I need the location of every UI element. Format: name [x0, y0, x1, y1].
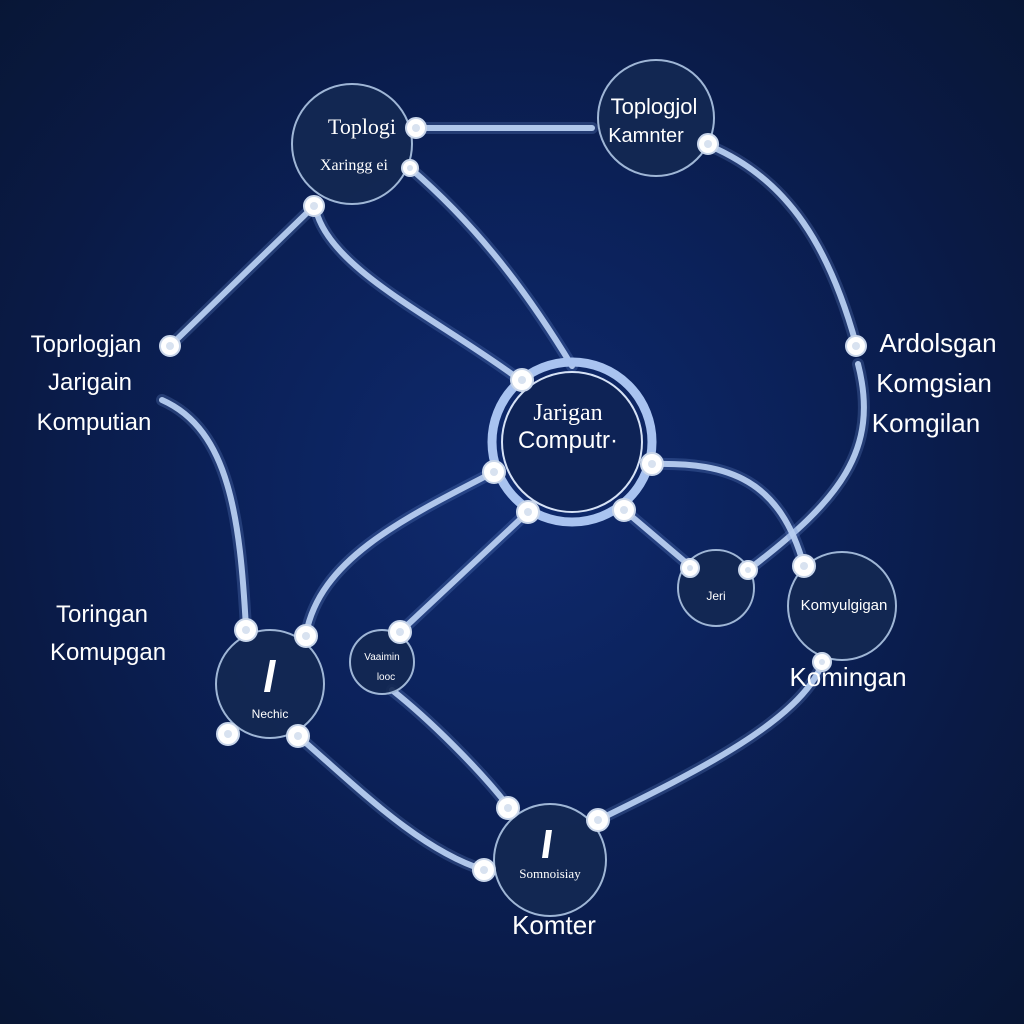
link-topleft-hub-b [407, 165, 575, 369]
port[interactable] [303, 195, 325, 217]
node-small-lower-label-1: Vaaimin [364, 652, 399, 663]
port[interactable] [405, 117, 427, 139]
node-top-left-label-1: Toplogi [328, 114, 396, 139]
port[interactable] [482, 460, 506, 484]
link-hub-rightcircle [649, 460, 807, 569]
node-top-right[interactable]: Toplogjol Kamnter [597, 59, 715, 177]
port[interactable] [516, 500, 540, 524]
port[interactable] [401, 159, 419, 177]
hub-node[interactable]: Jarigan Computr· [487, 357, 657, 527]
link-hub-jeri [621, 507, 693, 569]
port[interactable] [738, 560, 758, 580]
port[interactable] [640, 452, 664, 476]
link-left-lowerleft [159, 397, 249, 631]
port[interactable] [286, 724, 310, 748]
node-jeri-label: Jeri [706, 589, 725, 603]
links [156, 122, 870, 876]
link-lowerleft-bottom [295, 733, 487, 873]
node-lower-left-label: Toringan Komupgan [50, 601, 166, 666]
link-hub-lowerleft [303, 469, 497, 637]
lower-left-label-2: Komupgan [50, 639, 166, 666]
node-bottom[interactable]: Somnoisiay Komter [493, 803, 607, 940]
node-top-right-label-2: Kamnter [608, 125, 684, 147]
ports [159, 117, 867, 882]
node-right-circle-label: Komyulgigan [801, 597, 888, 614]
link-smalllower-bottom [389, 687, 511, 809]
port[interactable] [216, 722, 240, 746]
node-lower-left[interactable]: Nechic [215, 629, 325, 739]
node-small-lower-label-2: looc [377, 672, 395, 683]
port[interactable] [294, 624, 318, 648]
node-top-left-label-2: Xaringg ei [320, 157, 389, 174]
cursor-glyph-icon-2 [542, 830, 552, 858]
node-small-lower[interactable]: Vaaimin looc [349, 629, 415, 695]
port[interactable] [388, 620, 412, 644]
port[interactable] [234, 618, 258, 642]
port[interactable] [697, 133, 719, 155]
node-right-below-label: Komingan [789, 662, 906, 692]
node-right[interactable]: Ardolsgan Komgsian Komgilan [872, 328, 997, 438]
port[interactable] [510, 368, 534, 392]
link-right-jeri [745, 361, 867, 573]
link-rightcircle-bottom [595, 661, 825, 823]
lower-left-label-1: Toringan [56, 601, 148, 628]
port[interactable] [845, 335, 867, 357]
port[interactable] [680, 558, 700, 578]
port[interactable] [812, 652, 832, 672]
port[interactable] [792, 554, 816, 578]
cursor-glyph-icon [264, 660, 276, 692]
node-bottom-label: Somnoisiay [519, 866, 581, 881]
left-label-1: Toprlogjan [31, 331, 142, 358]
node-left[interactable]: Toprlogjan Jarigain Komputian [31, 331, 152, 436]
right-label-2: Komgsian [876, 368, 992, 398]
link-hub-smalllower [397, 509, 531, 635]
right-label-3: Komgilan [872, 408, 980, 438]
node-lower-left-label: Nechic [252, 707, 289, 721]
port[interactable] [496, 796, 520, 820]
right-label-1: Ardolsgan [879, 328, 996, 358]
port[interactable] [586, 808, 610, 832]
node-top-left[interactable]: Toplogi Xaringg ei [291, 83, 413, 205]
hub-label-2: Computr· [518, 427, 618, 454]
node-bottom-below-label: Komter [512, 910, 596, 940]
node-right-circle[interactable]: Komyulgigan Komingan [787, 551, 907, 692]
link-topright-right [707, 143, 859, 347]
port[interactable] [612, 498, 636, 522]
node-top-right-label-1: Toplogjol [611, 94, 698, 119]
left-label-2: Jarigain [48, 369, 132, 396]
port[interactable] [159, 335, 181, 357]
left-label-3: Komputian [37, 409, 152, 436]
link-topleft-left [167, 203, 317, 349]
link-topleft-hub-a [313, 207, 523, 383]
hub-label-1: Jarigan [533, 400, 602, 426]
port[interactable] [472, 858, 496, 882]
